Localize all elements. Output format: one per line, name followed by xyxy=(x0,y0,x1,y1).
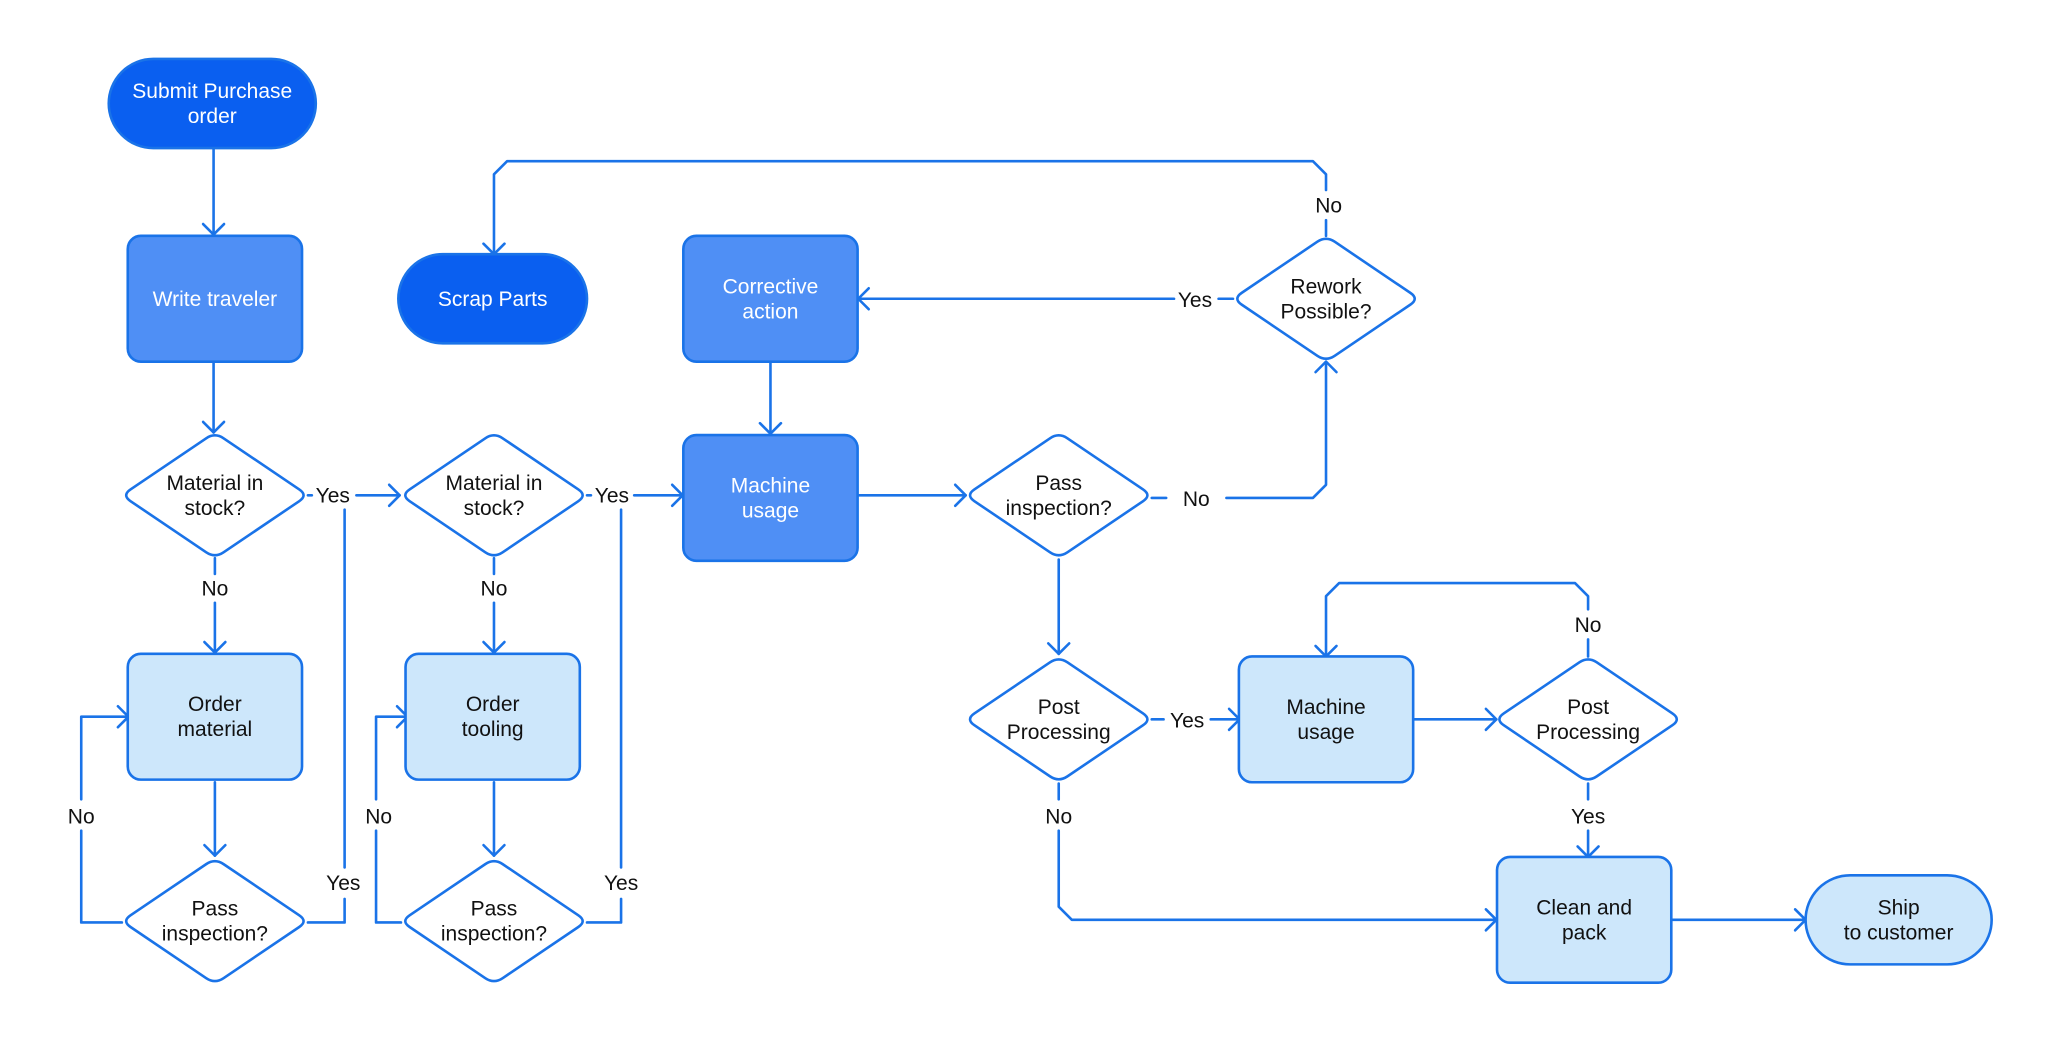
edge-label-pp2-no: No xyxy=(1575,614,1602,637)
node-write-traveler: Write traveler xyxy=(126,234,304,363)
node-material-in-stock-2-shape xyxy=(404,434,584,557)
edge-pi1-no-loop-b xyxy=(79,715,130,801)
node-write-traveler-shape xyxy=(126,234,304,363)
node-material-in-stock-1-shape xyxy=(124,434,305,557)
node-machine-usage-2-shape xyxy=(1237,655,1415,784)
edge-pim-no-to-rework-arrowhead xyxy=(1314,360,1338,374)
edge-label-pi2-no: No xyxy=(365,805,392,828)
node-scrap-parts-shape xyxy=(397,252,589,345)
node-pass-inspection-1-shape xyxy=(124,859,305,983)
node-corrective-action-shape xyxy=(682,234,859,363)
node-scrap-parts: Scrap Parts xyxy=(397,252,589,345)
edge-label-pi-main-no: No xyxy=(1183,488,1210,511)
node-submit-po-shape xyxy=(107,57,318,150)
flow-edges xyxy=(79,146,1807,932)
node-pass-inspection-2-shape xyxy=(404,859,584,983)
edge-pim-to-pp1-arrowhead xyxy=(1046,642,1071,656)
edge-label-mis2-yes: Yes xyxy=(595,484,629,507)
edge-label-rework-yes: Yes xyxy=(1178,289,1212,312)
edge-pi2-no-loop-b xyxy=(374,715,409,801)
edge-pim-no-to-rework xyxy=(1225,360,1328,500)
edge-pi2-no-loop xyxy=(374,829,403,924)
edge-label-mis2-no: No xyxy=(481,577,508,600)
edge-order-material-to-pi1-arrowhead xyxy=(203,843,227,857)
node-pass-inspection-main-shape xyxy=(968,434,1149,557)
edge-submit-to-traveler-arrowhead xyxy=(201,222,226,236)
edge-pi1-no-loop xyxy=(79,829,124,924)
node-scrap-parts-label: Scrap Parts xyxy=(438,288,548,311)
edge-pi2-yes xyxy=(585,897,623,924)
node-order-material-shape xyxy=(126,652,304,781)
node-write-traveler-label: Write traveler xyxy=(153,288,277,311)
edge-pp1-no-to-clean xyxy=(1057,829,1498,922)
node-post-processing-2-shape xyxy=(1498,658,1679,781)
node-rework-possible-shape xyxy=(1236,237,1416,361)
node-ship-shape xyxy=(1804,873,1993,966)
edge-mis2-no-to-order-tooling-b-arrowhead xyxy=(482,640,506,654)
edge-label-pp2-yes: Yes xyxy=(1571,805,1605,828)
edge-label-pi1-yes: Yes xyxy=(326,872,360,895)
edge-order-tooling-to-pi2-arrowhead xyxy=(482,843,506,857)
node-clean-pack-shape xyxy=(1495,855,1673,985)
edge-mis1-no-to-order-material-b-arrowhead xyxy=(203,640,227,654)
node-order-tooling-shape xyxy=(404,652,582,781)
edge-pp2-no-loop xyxy=(1324,581,1590,658)
edge-pi1-yes xyxy=(306,897,346,924)
edge-rework-no-to-scrap xyxy=(492,159,1328,256)
edge-traveler-to-mis1-arrowhead xyxy=(201,420,226,434)
edge-machine-to-pim-arrowhead xyxy=(953,483,967,508)
edge-label-rework-no: No xyxy=(1315,195,1342,218)
edge-label-pi1-no: No xyxy=(68,805,95,828)
node-machine-usage-1-shape xyxy=(682,433,859,563)
edge-label-pp1-no: No xyxy=(1045,805,1072,828)
node-post-processing-1-shape xyxy=(968,658,1149,781)
edge-corrective-to-machine-arrowhead xyxy=(758,421,783,436)
edge-mis1-yes-to-mis2-arrowhead xyxy=(387,483,401,508)
edge-label-mis1-no: No xyxy=(201,577,228,600)
edge-label-pi2-yes: Yes xyxy=(604,872,638,895)
edge-label-pp1-yes: Yes xyxy=(1170,710,1204,733)
edge-machine2-to-pp2-arrowhead xyxy=(1484,707,1498,732)
edge-label-mis1-yes: Yes xyxy=(316,484,350,507)
